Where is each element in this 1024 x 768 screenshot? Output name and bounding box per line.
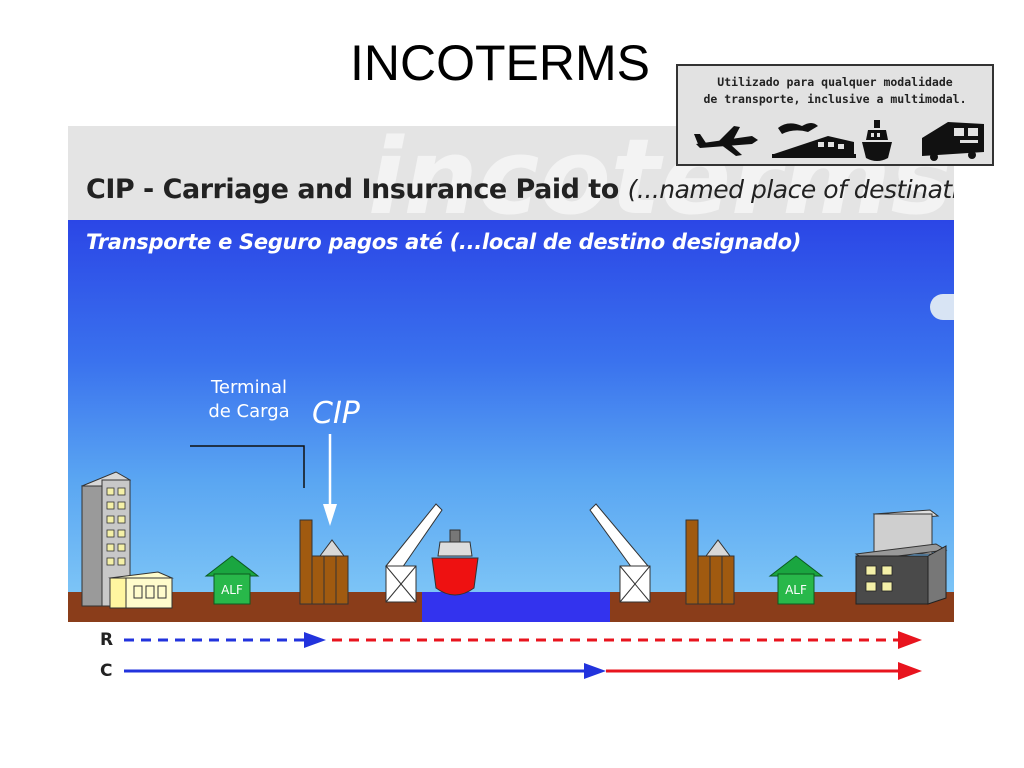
cost-end-arrowhead — [898, 662, 922, 680]
crane-right-icon — [589, 503, 651, 603]
cargo-terminal-right-icon — [685, 519, 735, 605]
sky-background — [68, 220, 954, 592]
delivery-point-label: CIP — [312, 396, 360, 431]
info-box-line2: de transporte, inclusive a multimodal. — [703, 92, 967, 106]
small-warehouse-icon — [108, 571, 174, 609]
crane-left-icon — [385, 503, 443, 603]
term-portuguese-title: Transporte e Seguro pagos até (...local … — [86, 230, 802, 254]
term-code: CIP - Carriage and Insurance Paid to — [86, 174, 619, 205]
risk-row-letter: R — [100, 630, 114, 650]
term-english-title: CIP - Carriage and Insurance Paid to (..… — [86, 174, 954, 205]
info-box-text: Utilizado para qualquer modalidade de tr… — [678, 74, 992, 108]
port-scene: ALF — [68, 434, 954, 622]
cargo-ship-icon — [431, 529, 479, 596]
bonded-warehouse-right-icon — [768, 555, 824, 605]
ship-icon — [862, 120, 892, 161]
info-box-line1: Utilizado para qualquer modalidade — [717, 75, 953, 89]
train-icon — [772, 123, 856, 158]
terminal-label-line2: de Carga — [208, 401, 290, 422]
risk-end-arrowhead — [898, 631, 922, 649]
terminal-label-line1: Terminal — [210, 377, 288, 398]
cost-transfer-arrowhead — [584, 663, 606, 679]
term-named-place: (...named place of destination) — [627, 175, 954, 204]
water-channel — [422, 592, 610, 622]
slide-title: INCOTERMS — [350, 35, 650, 91]
terminal-leader-line — [190, 445, 305, 488]
bonded-warehouse-left-icon — [204, 555, 260, 605]
cloud-shape — [930, 294, 954, 320]
warehouse-right-label: ALF — [785, 583, 807, 597]
transport-icons — [694, 120, 984, 161]
cost-row-letter: C — [100, 661, 113, 681]
truck-icon — [922, 122, 984, 161]
transport-modes-info-box: Utilizado para qualquer modalidade de tr… — [676, 64, 994, 166]
risk-transfer-arrowhead — [304, 632, 326, 648]
destination-factory-icon — [854, 509, 948, 605]
airplane-icon — [694, 126, 758, 156]
warehouse-left-label: ALF — [221, 583, 243, 597]
cip-arrow-head — [323, 504, 337, 526]
terminal-label: Terminal de Carga — [204, 376, 294, 424]
cargo-terminal-left-icon — [299, 519, 349, 605]
